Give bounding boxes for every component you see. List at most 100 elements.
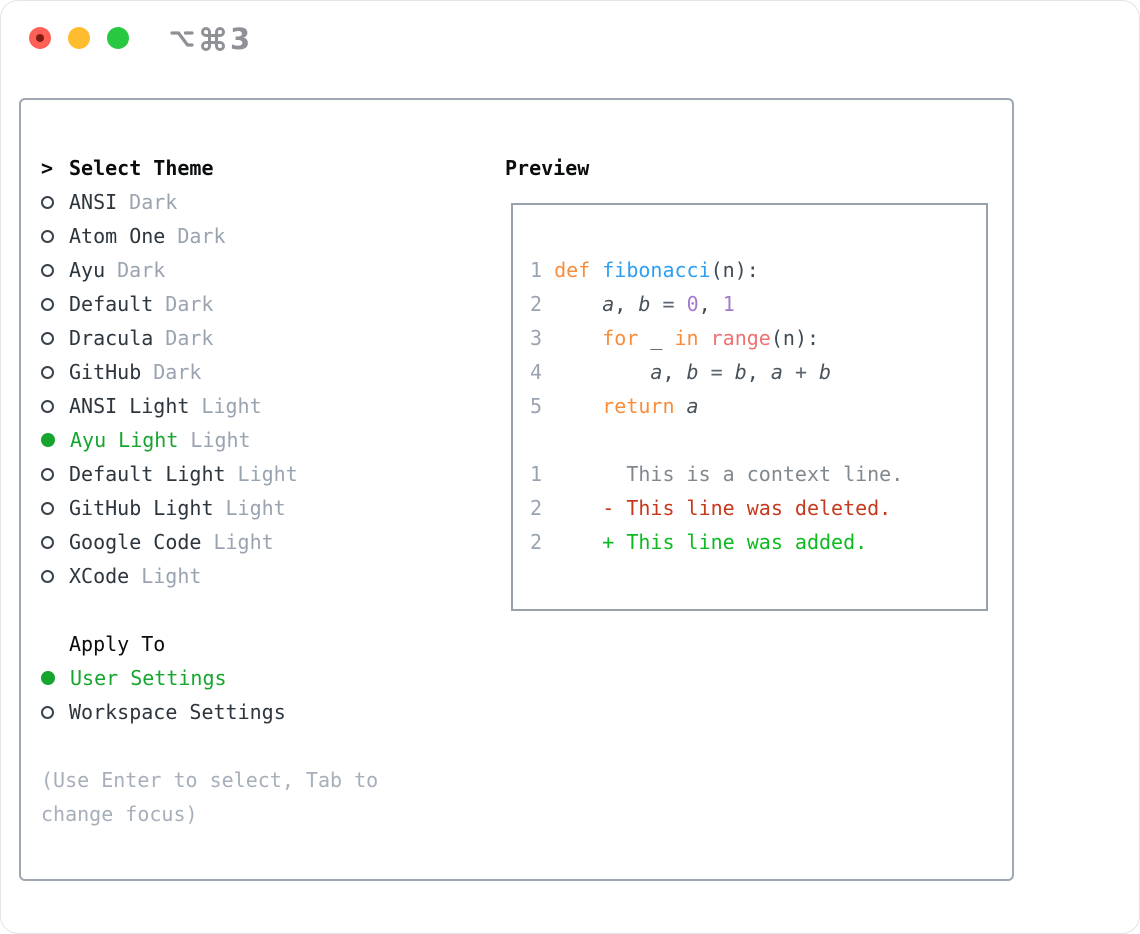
variant-tag: Dark	[165, 326, 214, 350]
code-segment-plain: ,	[698, 292, 723, 316]
code-segment-context: This is a context line.	[554, 462, 904, 486]
line-number: 5	[530, 394, 543, 418]
apply-option-workspace-settings[interactable]: Workspace Settings	[41, 695, 491, 729]
variant-tag: Dark	[177, 224, 226, 248]
option-label: Atom One	[69, 224, 166, 248]
radio-icon[interactable]	[41, 535, 54, 549]
radio-icon[interactable]	[41, 569, 54, 583]
variant-tag: Light	[190, 428, 251, 452]
line-number: 1	[530, 258, 543, 282]
code-segment-plain	[554, 394, 602, 418]
line-number: 2	[530, 496, 543, 520]
select-theme-header: >Select Theme	[41, 151, 491, 185]
radio-icon[interactable]	[41, 331, 54, 345]
code-segment-plain: ,	[746, 360, 771, 384]
option-label: GitHub Light	[69, 496, 214, 520]
theme-item-github[interactable]: GitHub Dark	[41, 355, 491, 389]
code-segment-call: range	[710, 326, 771, 350]
option-label: ANSI	[69, 190, 118, 214]
theme-item-default-light[interactable]: Default Light Light	[41, 457, 491, 491]
code-segment-variable: a	[602, 292, 615, 316]
code-segment-keyword: in	[674, 326, 711, 350]
code-segment-added: + This line was added.	[554, 530, 868, 554]
option-label: ANSI Light	[69, 394, 190, 418]
code-line: 3 for _ in range(n):	[530, 321, 986, 355]
radio-icon[interactable]	[41, 365, 54, 379]
code-segment-plain	[554, 326, 602, 350]
code-line: 4 a, b = b, a + b	[530, 355, 986, 389]
zoom-button[interactable]	[107, 27, 129, 49]
code-segment-variable: b	[686, 360, 699, 384]
help-text: (Use Enter to select, Tab to change focu…	[41, 768, 379, 826]
apply-to-header: Apply To	[41, 627, 491, 661]
close-button[interactable]	[29, 27, 51, 49]
window-title: 3	[168, 22, 250, 56]
theme-item-ansi-light[interactable]: ANSI Light Light	[41, 389, 491, 423]
code-segment-variable: b	[734, 360, 747, 384]
code-segment-plain	[554, 292, 602, 316]
variant-tag: Light	[237, 462, 298, 486]
minimize-button[interactable]	[68, 27, 90, 49]
variant-tag: Light	[141, 564, 202, 588]
variant-tag: Light	[201, 394, 262, 418]
radio-icon[interactable]	[41, 399, 54, 413]
code-segment-plain: ,	[662, 360, 687, 384]
line-number: 2	[530, 530, 543, 554]
spacer	[41, 729, 491, 763]
radio-selected-icon[interactable]	[41, 433, 55, 447]
radio-icon[interactable]	[41, 501, 54, 515]
code-segment-variable: a	[650, 360, 663, 384]
variant-tag: Dark	[153, 360, 202, 384]
apply-option-user-settings[interactable]: User Settings	[41, 661, 491, 695]
radio-selected-icon[interactable]	[41, 671, 55, 685]
option-key-icon	[168, 25, 196, 53]
code-segment-keyword: def	[554, 258, 603, 282]
option-label: Default	[69, 292, 154, 316]
code-segment-variable: b	[638, 292, 651, 316]
code-segment-operator: =	[650, 292, 687, 316]
line-number: 4	[530, 360, 543, 384]
radio-icon[interactable]	[41, 467, 54, 481]
option-label: Google Code	[69, 530, 202, 554]
diff-line: 2 + This line was added.	[530, 525, 986, 559]
command-key-icon	[199, 25, 227, 53]
option-label: GitHub	[69, 360, 142, 384]
code-segment-number: 0	[686, 292, 699, 316]
code-segment-plain: (n):	[770, 326, 820, 350]
radio-icon[interactable]	[41, 229, 54, 243]
shortcut-digit: 3	[230, 22, 251, 56]
spacer	[41, 593, 491, 627]
code-segment-operator: +	[782, 360, 820, 384]
theme-item-atom-one[interactable]: Atom One Dark	[41, 219, 491, 253]
code-segment-plain: ,	[614, 292, 639, 316]
option-label: Ayu	[69, 258, 106, 282]
code-line: 2 a, b = 0, 1	[530, 287, 986, 321]
option-label: Default Light	[69, 462, 226, 486]
code-segment-deleted: - This line was deleted.	[554, 496, 892, 520]
radio-icon[interactable]	[41, 263, 54, 277]
diff-line: 1 This is a context line.	[530, 457, 986, 491]
radio-icon[interactable]	[41, 297, 54, 311]
line-number: 2	[530, 292, 543, 316]
apply-to-title: Apply To	[69, 632, 166, 656]
radio-icon[interactable]	[41, 705, 54, 719]
radio-icon[interactable]	[41, 195, 54, 209]
code-segment-operator: =	[698, 360, 735, 384]
code-segment-function: fibonacci	[602, 258, 711, 282]
code-line: 5 return a	[530, 389, 986, 423]
